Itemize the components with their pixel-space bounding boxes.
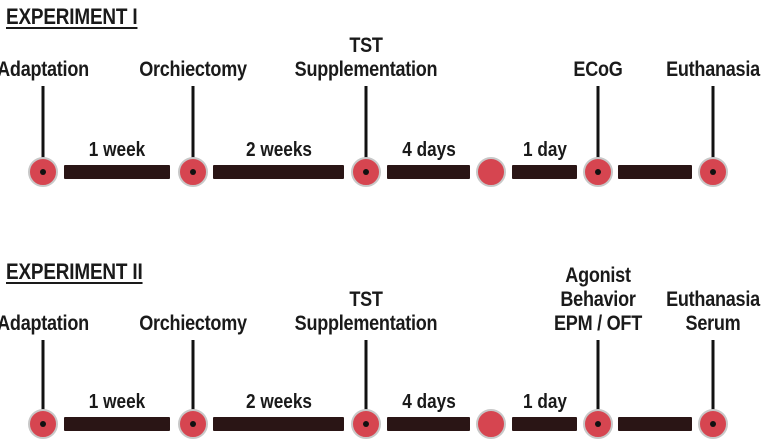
event-label: EPM / OFT xyxy=(554,312,642,335)
event-label: Agonist xyxy=(565,264,631,287)
duration-label: 1 day xyxy=(522,391,567,413)
event-node xyxy=(698,409,728,439)
timeline-bar xyxy=(213,417,344,431)
timeline-bar xyxy=(512,165,577,179)
timeline-bar xyxy=(64,165,170,179)
event-node-dot xyxy=(40,421,46,427)
event-stem xyxy=(41,86,45,172)
timeline-bar xyxy=(512,417,577,431)
duration-label: 4 days xyxy=(401,139,456,161)
event-node-dot xyxy=(190,169,196,175)
event-stem xyxy=(596,340,600,424)
timeline-bar xyxy=(387,417,470,431)
event-label: Supplementation xyxy=(294,58,438,81)
event-stem xyxy=(191,86,195,172)
duration-label: 1 day xyxy=(522,139,567,161)
timeline-bar xyxy=(64,417,170,431)
event-node xyxy=(351,409,381,439)
experiment-2-title: EXPERIMENT II xyxy=(6,259,143,284)
event-node xyxy=(583,409,613,439)
event-node-dot xyxy=(710,421,716,427)
event-label: TST xyxy=(349,34,383,57)
event-label: Serum xyxy=(685,312,741,335)
timeline-bar xyxy=(213,165,344,179)
event-node-dot xyxy=(190,421,196,427)
event-stem xyxy=(41,340,45,424)
event-label: Adaptation xyxy=(0,58,89,81)
event-label: Orchiectomy xyxy=(139,312,247,335)
event-node xyxy=(476,157,506,187)
timeline-bar xyxy=(387,165,470,179)
event-node-dot xyxy=(595,421,601,427)
duration-label: 4 days xyxy=(401,391,456,413)
event-node-dot xyxy=(595,169,601,175)
event-node xyxy=(698,157,728,187)
event-label: Orchiectomy xyxy=(139,58,247,81)
experiment-1-title: EXPERIMENT I xyxy=(6,4,138,29)
event-node xyxy=(178,157,208,187)
event-stem xyxy=(711,340,715,424)
event-stem xyxy=(364,86,368,172)
event-node-dot xyxy=(40,169,46,175)
duration-label: 2 weeks xyxy=(245,391,312,413)
duration-label: 1 week xyxy=(88,139,146,161)
event-label: Euthanasia xyxy=(666,288,760,311)
event-label: ECoG xyxy=(573,58,623,81)
event-label: Adaptation xyxy=(0,312,89,335)
event-label: TST xyxy=(349,288,383,311)
event-node xyxy=(476,409,506,439)
event-node-dot xyxy=(363,421,369,427)
duration-label: 1 week xyxy=(88,391,146,413)
event-label: Behavior xyxy=(560,288,636,311)
event-label: Supplementation xyxy=(294,312,438,335)
event-stem xyxy=(191,340,195,424)
duration-label: 2 weeks xyxy=(245,139,312,161)
event-node xyxy=(28,157,58,187)
timeline-bar xyxy=(618,417,692,431)
event-node xyxy=(178,409,208,439)
event-node-dot xyxy=(363,169,369,175)
event-stem xyxy=(596,86,600,172)
event-node xyxy=(28,409,58,439)
timeline-bar xyxy=(618,165,692,179)
event-node-dot xyxy=(710,169,716,175)
event-node xyxy=(351,157,381,187)
event-stem xyxy=(711,86,715,172)
event-label: Euthanasia xyxy=(666,58,760,81)
event-node xyxy=(583,157,613,187)
event-stem xyxy=(364,340,368,424)
